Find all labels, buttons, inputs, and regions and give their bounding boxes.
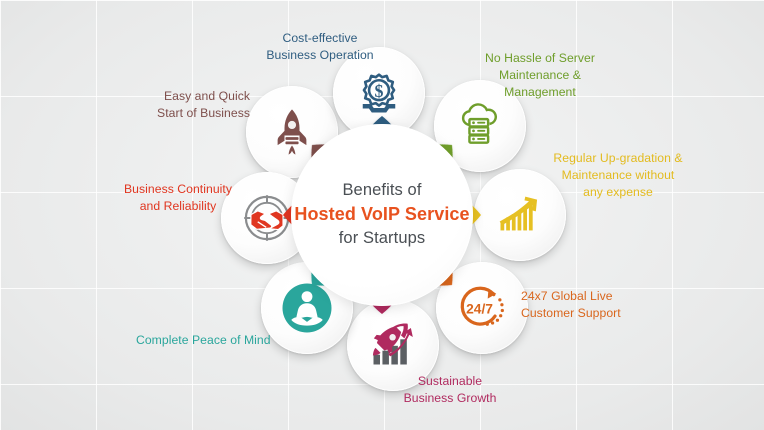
icon-circle-6[interactable] [347,299,439,391]
center-line-2: Hosted VoIP Service [294,204,470,225]
center-line-1: Benefits of [342,181,422,200]
svg-text:24/7: 24/7 [466,301,493,317]
center-line-3: for Startups [338,228,426,247]
label-peace-of-mind: Complete Peace of Mind [136,333,271,347]
label-easy-quick-start: Easy and Quick Start of Business [157,89,250,120]
gear-dollar-icon: $ [362,73,396,113]
label-24x7-support: 24x7 Global Live Customer Support [521,289,621,320]
label-regular-upgradation: Regular Up-gradation & Maintenance witho… [553,151,683,199]
cloud-server-icon [461,103,497,144]
label-business-continuity: Business Continuity and Reliability [124,182,232,213]
label-sustainable-growth: Sustainable Business Growth [403,374,497,405]
twenty-four-seven-icon: 24/7 [460,286,504,326]
growth-chart-icon [499,196,538,231]
svg-text:$: $ [375,81,384,101]
center-disc: Benefits of Hosted VoIP Service for Star… [291,124,473,306]
label-cost-effective: Cost-effective Business Operation [266,31,374,62]
meditation-icon [282,283,332,333]
label-no-hassle-server: No Hassle of Server Maintenance & Manage… [484,51,595,99]
icon-circle-4[interactable] [474,169,566,261]
rocket-icon [277,109,307,155]
rocket-growth-icon [372,323,413,365]
